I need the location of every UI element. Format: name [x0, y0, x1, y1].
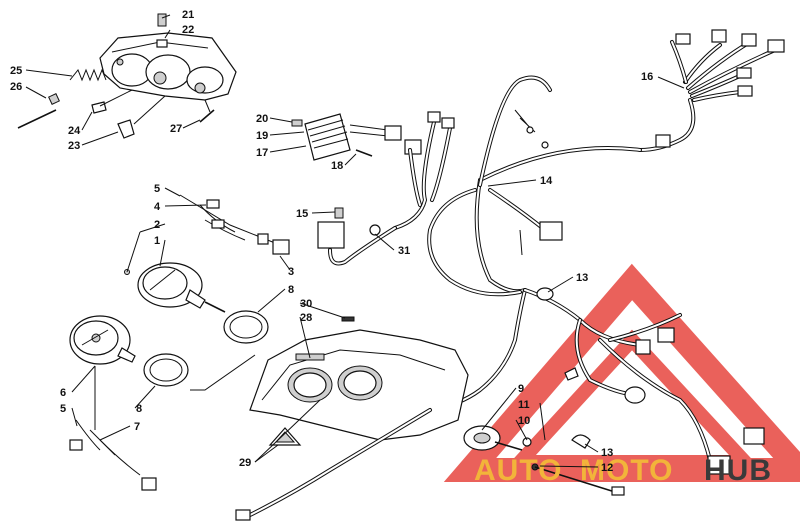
callout-5-upper: 5	[154, 183, 160, 195]
callout-14: 14	[540, 175, 553, 187]
callout-12: 12	[601, 462, 613, 474]
callout-13-lower: 13	[601, 447, 613, 459]
callout-7: 7	[134, 421, 140, 433]
callout-22: 22	[182, 24, 194, 36]
main-wiring-harness-14	[317, 75, 642, 412]
callout-5-lower: 5	[60, 403, 66, 415]
callout-11: 11	[518, 399, 530, 411]
callout-3: 3	[288, 266, 294, 278]
callout-28: 28	[300, 312, 312, 324]
tachometer-assembly	[124, 194, 290, 313]
bezel-rings	[143, 310, 269, 387]
wiring-harness-16	[638, 29, 785, 152]
watermark-text: AUTO MOTO HUB	[474, 454, 772, 487]
watermark-hub: HUB	[704, 454, 772, 487]
callout-numbers: 21 22 25 26 24 23 27 20 19 17 18 15 31 1…	[10, 9, 653, 474]
callout-18: 18	[331, 160, 343, 172]
callout-8-upper: 8	[288, 284, 294, 296]
instrument-cluster-assembly	[17, 13, 237, 139]
callout-23: 23	[68, 140, 80, 152]
watermark-triangle-logo	[443, 263, 800, 482]
callout-31: 31	[398, 245, 410, 257]
callout-8-lower: 8	[136, 403, 142, 415]
callout-13-upper: 13	[576, 272, 588, 284]
callout-leaders	[25, 14, 685, 468]
callout-29: 29	[239, 457, 251, 469]
callout-2: 2	[154, 219, 160, 231]
speedometer-assembly	[69, 315, 157, 491]
callout-10: 10	[518, 415, 530, 427]
callout-20: 20	[256, 113, 268, 125]
callout-21: 21	[182, 9, 194, 21]
callout-27: 27	[170, 123, 182, 135]
callout-17: 17	[256, 147, 268, 159]
callout-25: 25	[10, 65, 22, 77]
dash-panel	[190, 316, 469, 446]
watermark-auto: AUTO	[474, 454, 562, 487]
callout-9: 9	[518, 383, 524, 395]
callout-1: 1	[154, 235, 160, 247]
callout-15: 15	[296, 208, 308, 220]
callout-30: 30	[300, 298, 312, 310]
callout-26: 26	[10, 81, 22, 93]
callout-16: 16	[641, 71, 653, 83]
callout-24: 24	[68, 125, 81, 137]
callout-4: 4	[154, 201, 161, 213]
callout-6: 6	[60, 387, 66, 399]
watermark-moto: MOTO	[580, 454, 673, 487]
voltage-regulator-assembly	[291, 113, 422, 161]
callout-19: 19	[256, 130, 268, 142]
